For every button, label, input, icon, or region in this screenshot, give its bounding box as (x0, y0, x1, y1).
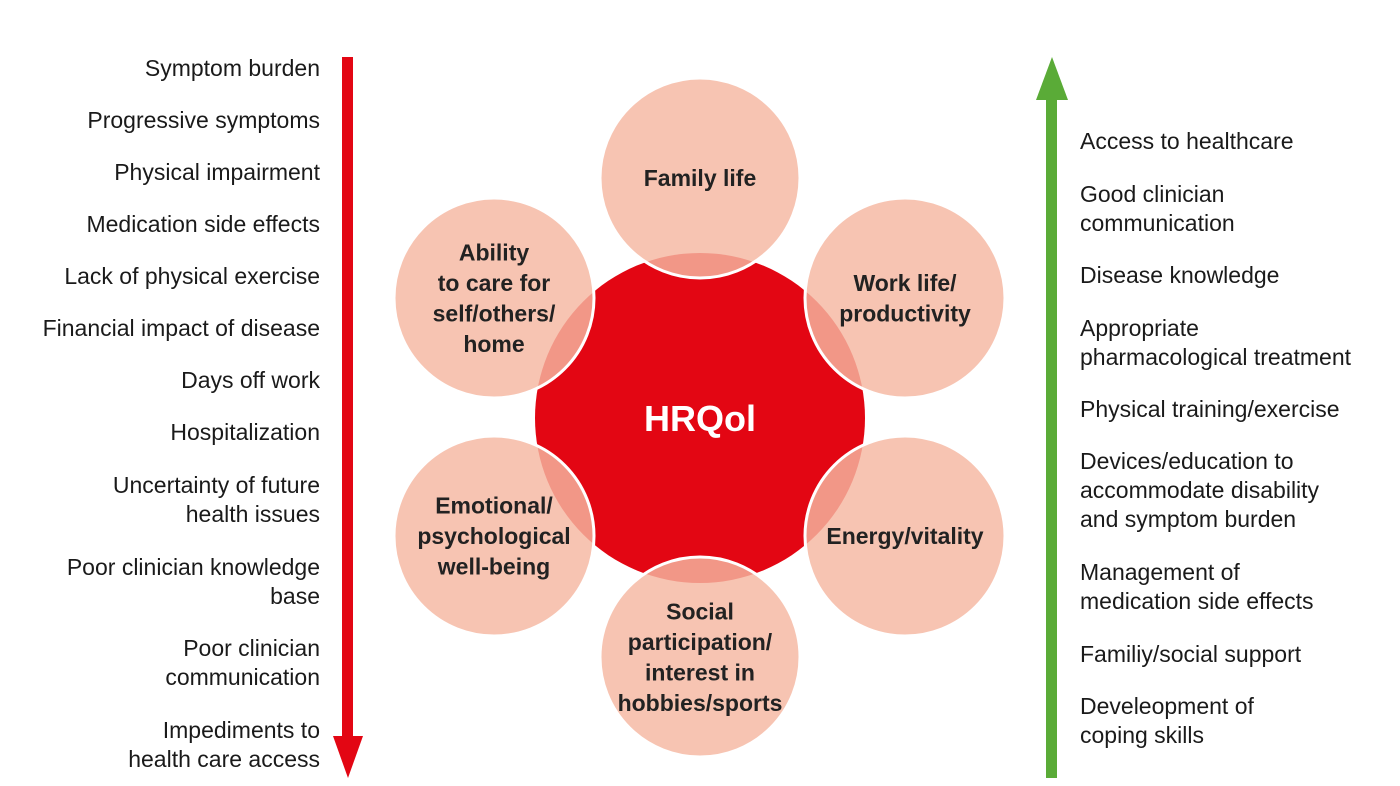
negative-factor-item-line: Physical impairment (114, 159, 320, 185)
petal-circle (598, 76, 802, 280)
petal-label-line: self/others/ (433, 300, 556, 326)
petal-label-line: interest in (645, 659, 755, 685)
positive-factor-item: Devices/education to accommodate disabili… (1080, 447, 1400, 534)
positive-factor-item: Management of medication side effects (1080, 558, 1400, 616)
petal-label-line: participation/ (628, 629, 773, 655)
up-arrow-shaft (1046, 96, 1057, 778)
negative-factor-item-line: Days off work (181, 367, 320, 393)
negative-factor-item-line: Symptom burden (144, 55, 320, 81)
negative-factor-item: Symptom burden (0, 54, 320, 83)
petal-circle (392, 434, 596, 638)
negative-factor-item: Impediments to health care access (0, 716, 320, 774)
negative-factor-item-line: health issues (185, 501, 320, 527)
petal-label-line: to care for (438, 270, 551, 296)
positive-factor-item-line: Appropriate (1080, 315, 1199, 341)
petal-ability: Ability to care for self/others/home (392, 196, 596, 400)
petal-label-line: hobbies/sports (618, 690, 783, 716)
positive-factor-item: Good clinician communication (1080, 180, 1400, 238)
negative-factor-item: Poor clinician knowledge base (0, 553, 320, 611)
petal-label-line: home (463, 331, 524, 357)
petal-label-line: Family life (644, 165, 756, 191)
petal-label-line: Work life/ (853, 270, 957, 296)
negative-factor-item: Physical impairment (0, 158, 320, 187)
petal-label-line: Ability (459, 239, 529, 265)
negative-factor-item-line: Poor clinician knowledge (66, 554, 320, 580)
positive-factor-item-line: Devices/education to (1080, 448, 1294, 474)
down-arrow-icon (333, 736, 363, 778)
negative-factor-item: Lack of physical exercise (0, 262, 320, 291)
negative-factor-item: Hospitalization (0, 418, 320, 447)
petal-label-line: Energy/vitality (826, 523, 983, 549)
positive-factor-item: Disease knowledge (1080, 261, 1400, 290)
negative-factor-item-line: Lack of physical exercise (64, 263, 320, 289)
center-label: HRQol (644, 398, 756, 439)
petal-family-life: Family life (598, 76, 802, 280)
negative-factor-item-line: Medication side effects (86, 211, 320, 237)
negative-factor-item-line: communication (165, 664, 320, 690)
down-arrow-shaft (342, 57, 353, 739)
center-circle (535, 253, 865, 583)
petal-label-line: well-being (437, 554, 550, 580)
petal-label-line: Social (666, 598, 734, 624)
positive-factor-item-line: pharmacological treatment (1080, 344, 1352, 370)
positive-factor-item: Familiy/social support (1080, 640, 1400, 669)
positive-factor-item-line: Physical training/exercise (1080, 396, 1340, 422)
petal-circle (803, 196, 1007, 400)
positive-factor-item-line: communication (1080, 210, 1235, 236)
positive-factor-item: Access to healthcare (1080, 127, 1400, 156)
petal-label-line: Emotional/ (435, 493, 553, 519)
negative-factor-item-line: Uncertainty of future (112, 472, 320, 498)
negative-factor-item-line: Progressive symptoms (87, 107, 320, 133)
negative-factor-item-line: Hospitalization (170, 419, 320, 445)
positive-factor-item-line: and symptom burden (1080, 506, 1297, 532)
positive-factor-item-line: Access to healthcare (1080, 128, 1294, 154)
petal-label-line: psychological (417, 523, 570, 549)
negative-factor-item-line: health care access (128, 746, 320, 772)
negative-factor-item-line: Impediments to (162, 717, 320, 743)
positive-factor-item-line: medication side effects (1080, 588, 1314, 614)
negative-factor-item: Days off work (0, 366, 320, 395)
petal-social: Social participation/interest in hobbies/s… (598, 555, 802, 759)
positive-factor-item: Appropriate pharmacological treatment (1080, 314, 1400, 372)
petal-energy: Energy/vitality (803, 434, 1007, 638)
negative-factor-item: Uncertainty of future health issues (0, 471, 320, 529)
positive-factor-item: Develeopment of coping skills (1080, 692, 1400, 750)
positive-factor-item-line: Familiy/social support (1080, 641, 1302, 667)
positive-factor-item-line: Good clinician (1080, 181, 1225, 207)
positive-factor-item-line: Management of (1080, 559, 1240, 585)
negative-factor-item-line: base (270, 583, 320, 609)
positive-factor-item-line: Develeopment of (1080, 693, 1254, 719)
negative-factor-item: Medication side effects (0, 210, 320, 239)
petal-circle (803, 434, 1007, 638)
negative-factor-item: Progressive symptoms (0, 106, 320, 135)
up-arrow-icon (1036, 57, 1068, 100)
petal-emotional: Emotional/psychological well-being (392, 434, 596, 638)
petal-circle (598, 555, 802, 759)
negative-factor-item-line: Poor clinician (183, 635, 320, 661)
petal-circle (392, 196, 596, 400)
negative-factor-item: Financial impact of disease (0, 314, 320, 343)
positive-factor-item-line: accommodate disability (1080, 477, 1320, 503)
petal-label-line: productivity (839, 300, 971, 326)
positive-factor-item-line: Disease knowledge (1080, 262, 1280, 288)
negative-factor-item: Poor clinician communication (0, 634, 320, 692)
petal-work-life: Work life/productivity (803, 196, 1007, 400)
positive-factor-item-line: coping skills (1080, 722, 1204, 748)
negative-factor-item-line: Financial impact of disease (42, 315, 320, 341)
positive-factor-item: Physical training/exercise (1080, 395, 1400, 424)
